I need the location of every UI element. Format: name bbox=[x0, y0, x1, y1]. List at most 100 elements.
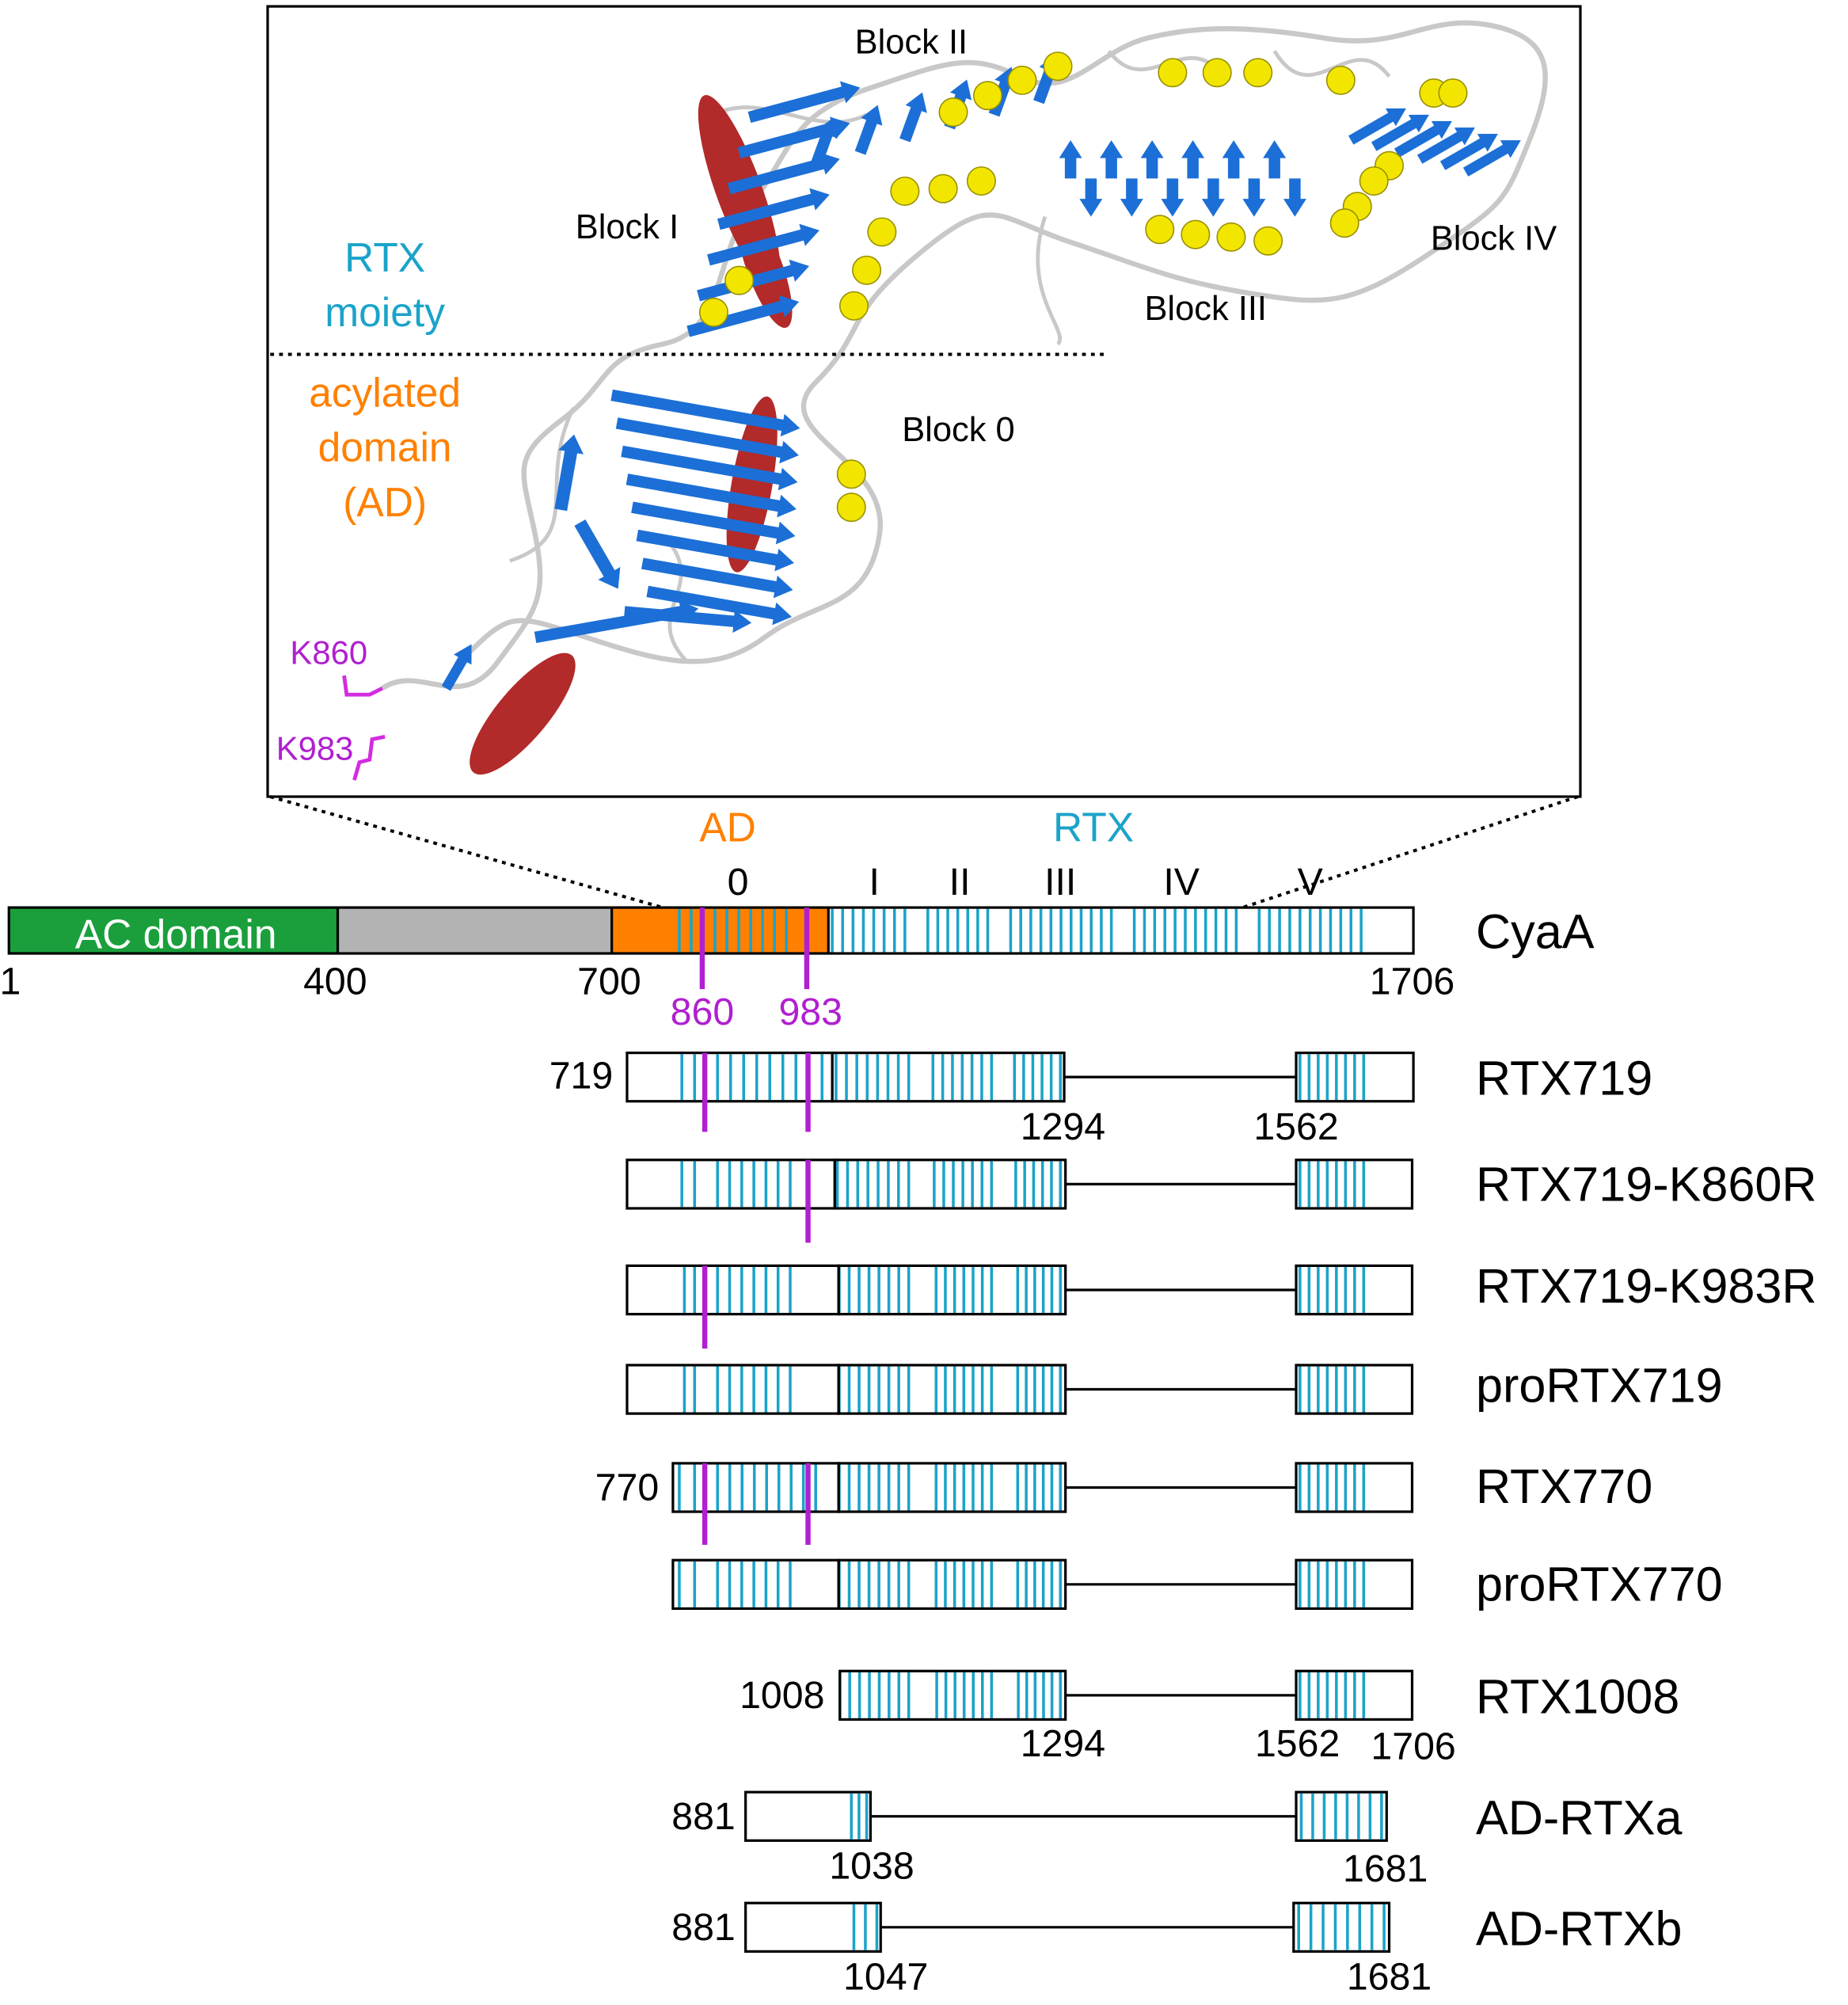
rtx719-pos-1294: 1294 bbox=[1021, 1105, 1105, 1148]
calcium-ion-sphere bbox=[1158, 58, 1188, 88]
construct-name-rtx1008: RTX1008 bbox=[1476, 1669, 1679, 1723]
beta-strand-arrow bbox=[1120, 178, 1143, 217]
calcium-ion-sphere bbox=[698, 297, 728, 327]
rtx-segment bbox=[832, 1052, 1065, 1101]
calcium-ion-sphere bbox=[966, 166, 996, 196]
calcium-ion-sphere bbox=[1202, 58, 1232, 88]
ad-label-3: (AD) bbox=[343, 479, 427, 525]
rtx1008-start: 1008 bbox=[740, 1674, 824, 1717]
beta-strand-arrow bbox=[1462, 140, 1521, 177]
block-v-outline bbox=[1295, 1051, 1415, 1103]
calcium-ion-sphere bbox=[1438, 78, 1468, 108]
beta-strand-arrow bbox=[1079, 178, 1103, 217]
ad-label-1: acylated bbox=[309, 369, 461, 415]
pos-700: 700 bbox=[577, 961, 641, 1003]
adrtxa-pos-1681: 1681 bbox=[1343, 1847, 1428, 1890]
block-v-outline bbox=[1295, 1462, 1414, 1513]
pos-1: 1 bbox=[0, 961, 21, 1003]
beta-strand-arrow bbox=[646, 585, 793, 626]
beta-strand-arrow bbox=[1100, 140, 1124, 179]
calcium-ion-sphere bbox=[1325, 65, 1356, 95]
ad-segment bbox=[672, 1463, 839, 1512]
construct-row bbox=[744, 1901, 1391, 1953]
adrtxb-pos-1681: 1681 bbox=[1347, 1956, 1432, 1999]
calcium-ion-sphere bbox=[938, 97, 968, 127]
beta-strand-arrow bbox=[1394, 120, 1452, 158]
block-iv-label: Block IV bbox=[1431, 219, 1557, 257]
rtx770-start: 770 bbox=[595, 1467, 660, 1509]
rtx-segment-outline bbox=[833, 1158, 1067, 1210]
calcium-ion-sphere bbox=[836, 459, 866, 489]
calcium-ion-sphere bbox=[1181, 219, 1211, 249]
calcium-ion-sphere bbox=[1359, 166, 1389, 196]
rtx-segment bbox=[828, 907, 1414, 954]
block-iii-label: Block III bbox=[1144, 290, 1267, 328]
beta-strand-arrow bbox=[1201, 178, 1225, 217]
rtx-segment-outline bbox=[838, 1669, 1067, 1722]
calcium-ion-sphere bbox=[1243, 58, 1273, 88]
calcium-ion-sphere bbox=[890, 176, 920, 206]
construct-name-k860r: RTX719-K860R bbox=[1476, 1157, 1817, 1211]
beta-strand-arrow bbox=[707, 223, 819, 266]
construct-row bbox=[744, 1790, 1388, 1842]
beta-strand-arrow bbox=[441, 644, 472, 691]
calcium-ion-sphere bbox=[852, 255, 882, 285]
rtx-segment bbox=[838, 1463, 1066, 1512]
construct-name-rtx719: RTX719 bbox=[1476, 1052, 1652, 1105]
ac-domain-label: AC domain bbox=[75, 911, 277, 957]
beta-strand-arrow bbox=[626, 474, 797, 518]
block-numeral-i: I bbox=[869, 861, 880, 904]
construct-name-adrtxb: AD-RTXb bbox=[1476, 1901, 1683, 1955]
rtx-segment-outline bbox=[831, 1051, 1066, 1103]
rtx-segment-outline bbox=[837, 1462, 1067, 1513]
rtx-segment-outline bbox=[837, 1264, 1067, 1316]
k860-sidechain bbox=[342, 675, 383, 697]
adrtxa-pos-1038: 1038 bbox=[829, 1845, 914, 1888]
rtx1008-pos-1706: 1706 bbox=[1371, 1725, 1455, 1767]
block-v-segment bbox=[1292, 1901, 1391, 1953]
ad-segment bbox=[626, 1364, 839, 1414]
block-v-outline bbox=[1295, 1264, 1414, 1316]
construct-row bbox=[671, 1462, 1414, 1545]
site-983-label: 983 bbox=[778, 991, 842, 1033]
beta-strand-arrow bbox=[574, 519, 621, 589]
construct-row bbox=[626, 1051, 1415, 1132]
beta-strand-arrow bbox=[1242, 178, 1266, 217]
cyaa-name: CyaA bbox=[1476, 905, 1595, 959]
beta-strand-arrow bbox=[1439, 134, 1498, 170]
beta-strand-arrow bbox=[1222, 140, 1245, 179]
pos-1706: 1706 bbox=[1370, 961, 1454, 1003]
k983-sidechain bbox=[352, 735, 386, 781]
ad-segment bbox=[672, 1560, 839, 1609]
ad-label-2: domain bbox=[318, 424, 452, 470]
construct-name-adrtxa: AD-RTXa bbox=[1476, 1790, 1683, 1844]
beta-strand-arrow bbox=[810, 117, 838, 168]
construct-row bbox=[671, 1558, 1414, 1611]
calcium-ion-sphere bbox=[724, 265, 755, 295]
block-ii-label: Block II bbox=[855, 24, 968, 62]
calcium-ion-sphere bbox=[972, 81, 1002, 111]
beta-strand-arrow bbox=[624, 606, 752, 633]
zoom-line-right bbox=[1242, 795, 1579, 909]
block-numeral-iv: IV bbox=[1163, 861, 1200, 904]
calcium-ion-sphere bbox=[1216, 222, 1246, 252]
linker-segment bbox=[337, 907, 612, 954]
construct-name-k983r: RTX719-K983R bbox=[1476, 1259, 1817, 1313]
rtx-segment bbox=[839, 1671, 1066, 1720]
ad-segment bbox=[626, 1265, 839, 1314]
beta-strand-arrow bbox=[1140, 140, 1164, 179]
calcium-ion-sphere bbox=[1145, 215, 1175, 245]
beta-strand-arrow bbox=[854, 105, 883, 155]
cyaa-outline bbox=[7, 906, 1415, 955]
beta-strand-arrow bbox=[1348, 108, 1406, 145]
beta-strand-arrow bbox=[747, 81, 861, 124]
block-v-segment bbox=[1295, 1790, 1388, 1842]
construct-name-pro770: proRTX770 bbox=[1476, 1558, 1723, 1611]
construct-row bbox=[838, 1669, 1414, 1722]
beta-strand-arrow bbox=[717, 188, 830, 230]
beta-strand-arrow bbox=[610, 389, 800, 437]
structure-panel: RTX moiety acylated domain (AD) Block 0 … bbox=[266, 5, 1582, 798]
alpha-helix bbox=[470, 652, 576, 775]
block-i-label: Block I bbox=[576, 208, 679, 246]
alpha-helix bbox=[737, 207, 793, 329]
